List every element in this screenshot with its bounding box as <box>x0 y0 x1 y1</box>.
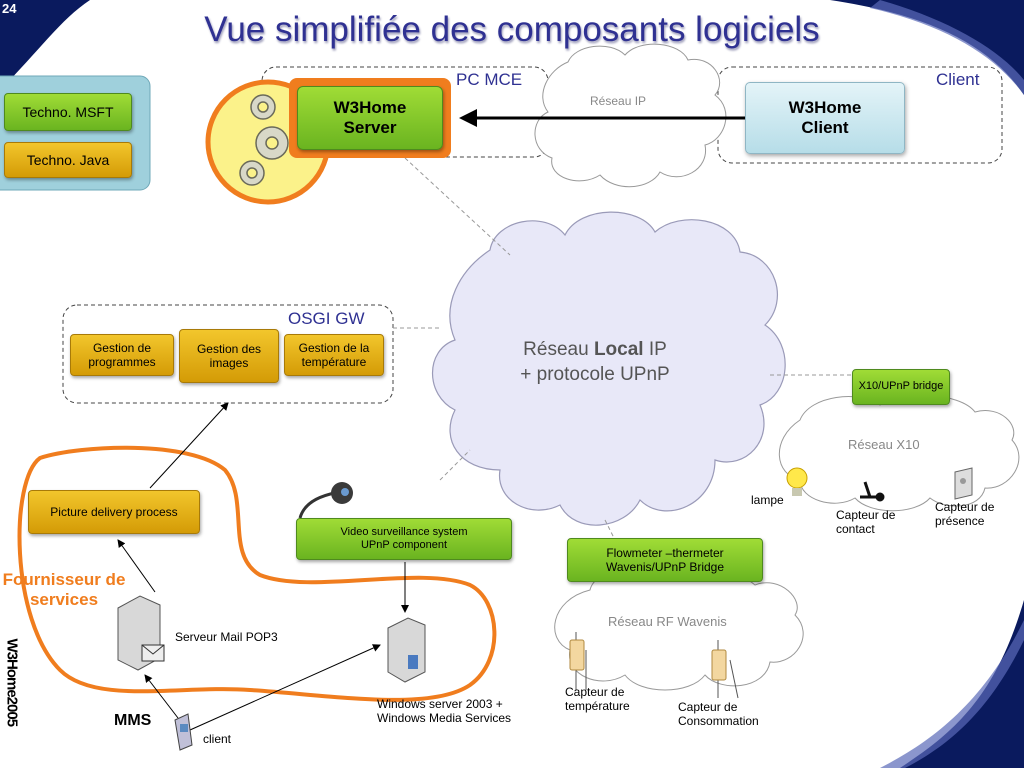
wavenis-sensor-icon <box>569 632 587 690</box>
mail-server-label: Serveur Mail POP3 <box>175 630 278 644</box>
temp-sensor-label: Capteur de température <box>565 685 630 714</box>
legend-java-label: Techno. Java <box>26 151 110 168</box>
windows-server-label: Windows server 2003 + Windows Media Serv… <box>377 697 512 726</box>
wavenis-network-label: Réseau RF Wavenis <box>608 614 727 629</box>
server-line1: W3Home <box>333 97 407 117</box>
slide-number: 24 <box>2 1 17 16</box>
osgi-label: OSGI GW <box>288 309 365 328</box>
page-title: Vue simplifiée des composants logiciels <box>204 10 820 49</box>
legend-msft: Techno. MSFT <box>4 93 132 131</box>
ip-network-cloud <box>534 43 727 188</box>
x10-bridge-label: X10/UPnP bridge <box>858 380 944 393</box>
presence-sensor-label: Capteur de présence <box>935 500 995 529</box>
local-network-label: Réseau Local IP + protocole UPnP <box>470 338 720 387</box>
local-line1-bold: Local <box>593 339 644 360</box>
corner-swoosh-bottom-right <box>900 600 1024 768</box>
client-line2: Client <box>801 118 849 137</box>
client-phone-label: client <box>203 732 232 746</box>
server-icon <box>117 595 165 671</box>
x10-network-label: Réseau X10 <box>848 437 920 452</box>
wavenis-bridge-label: Flowmeter –thermeter Wavenis/UPnP Bridge <box>605 545 725 574</box>
x10-network-cloud <box>778 394 1020 512</box>
provider-label: Fournisseur de services <box>2 570 126 610</box>
presence-sensor-icon <box>954 467 973 500</box>
bundle-label: Gestion des images <box>196 341 262 370</box>
bundle-label: Gestion de la température <box>298 340 370 369</box>
bundle-label: Gestion de programmes <box>88 340 156 369</box>
w3home-server-box[interactable]: W3Home Server <box>297 86 443 150</box>
osgi-group <box>62 304 394 404</box>
gears-icon <box>239 94 289 186</box>
arrow-phone-to-mail <box>144 674 179 719</box>
client-group-label: Client <box>936 70 980 89</box>
x10-bridge-box[interactable]: X10/UPnP bridge <box>852 369 950 405</box>
local-line2: + protocole UPnP <box>520 363 670 385</box>
corner-swoosh-bottom-left <box>0 620 20 768</box>
w3home-client-box[interactable]: W3Home Client <box>745 82 905 154</box>
video-label: Video surveillance system UPnP component <box>340 525 468 551</box>
server-icon <box>387 617 426 683</box>
lamp-label: lampe <box>751 493 784 507</box>
arrow-phone-to-winserver <box>189 644 381 731</box>
wavenis-network-cloud <box>554 569 804 691</box>
picture-delivery-box[interactable]: Picture delivery process <box>28 490 200 534</box>
wavenis-bridge-box[interactable]: Flowmeter –thermeter Wavenis/UPnP Bridge <box>567 538 763 582</box>
w3home-server-frame: W3Home Server <box>289 78 451 158</box>
ip-network-label: Réseau IP <box>590 94 647 108</box>
webcam-icon <box>298 482 353 519</box>
corner-swoosh-top-left <box>0 0 90 90</box>
provider-boundary <box>17 445 497 702</box>
client-line1: W3Home <box>788 97 862 117</box>
arrow-picture-to-osgi <box>149 402 229 489</box>
pc-mce-label: PC MCE <box>456 70 523 89</box>
mms-label: MMS <box>114 712 152 729</box>
lamp-icon <box>786 467 808 496</box>
arrow-mail-to-picture <box>117 539 156 593</box>
local-line1-pre: Réseau <box>523 339 594 360</box>
server-line2: Server <box>343 118 397 137</box>
mobile-phone-icon <box>174 713 193 751</box>
picture-delivery-label: Picture delivery process <box>50 504 178 519</box>
corner-swoosh-top-right <box>830 0 1024 95</box>
bundle-programmes[interactable]: Gestion de programmes <box>70 334 174 376</box>
legend-msft-label: Techno. MSFT <box>22 103 114 120</box>
video-surveillance-box[interactable]: Video surveillance system UPnP component <box>296 518 512 560</box>
wavenis-sensor-icon <box>711 640 739 699</box>
legend-java: Techno. Java <box>4 142 132 178</box>
consumption-sensor-label: Capteur de Consommation <box>678 700 759 729</box>
brand-footer: W3Home2005 <box>3 638 21 727</box>
local-network-cloud <box>432 211 786 526</box>
bundle-images[interactable]: Gestion des images <box>179 329 279 383</box>
local-line1-post: IP <box>643 339 667 360</box>
contact-sensor-label: Capteur de contact <box>836 508 896 537</box>
bundle-temperature[interactable]: Gestion de la température <box>284 334 384 376</box>
dashed-connectors <box>393 157 855 541</box>
contact-sensor-icon <box>860 481 885 502</box>
